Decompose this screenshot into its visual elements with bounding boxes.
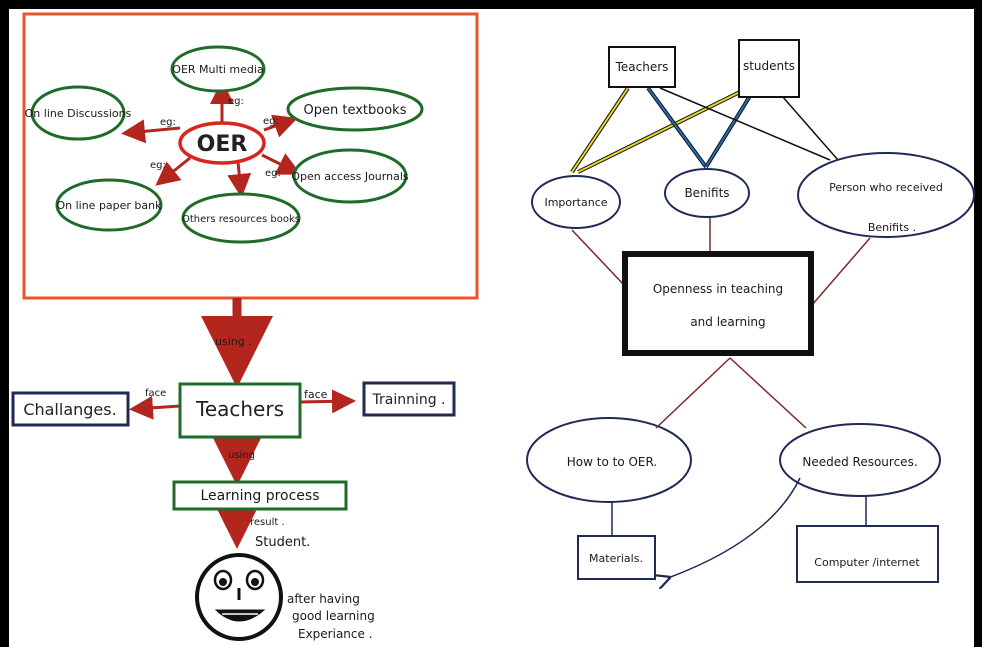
online-paper-bank-label: On line paper bank — [56, 199, 162, 212]
flow-arrows — [129, 298, 356, 549]
computer-internet-label: Computer /internet — [814, 556, 920, 569]
importance-cloud — [531, 175, 621, 229]
eg-label: eg: — [228, 96, 244, 107]
lower-connectors — [611, 477, 867, 578]
cloud-nodes — [526, 152, 975, 503]
person-cloud — [797, 152, 975, 238]
using-label: using . — [215, 335, 252, 348]
after-text-line-3: Experiance . — [298, 627, 373, 641]
benifits-label: Benifits — [684, 186, 729, 200]
bubble-open-textbooks — [286, 86, 424, 132]
trainning-box — [362, 381, 456, 417]
openness-center-box — [622, 251, 814, 356]
top-connectors — [570, 86, 839, 174]
needed-resources-label: Needed Resources. — [802, 455, 917, 469]
bubble-open-access-journals — [292, 148, 408, 204]
online-discussions-label: On line Discussions — [25, 107, 132, 120]
open-textbooks-label: Open textbooks — [304, 103, 407, 118]
face-label-left: face — [145, 388, 166, 399]
other-resources-label: Others resources books — [182, 214, 300, 225]
importance-label: Importance — [544, 196, 607, 209]
smiley-face-icon — [195, 553, 283, 641]
trainning-label: Trainning . — [371, 392, 445, 408]
person-label-line-2: Benifits . — [868, 221, 916, 234]
open-access-journals-label: Open access Journals — [291, 170, 408, 183]
after-text-line-1: after having — [287, 592, 360, 606]
person-label-line-1: Person who received — [829, 181, 943, 194]
how-to-oer-cloud — [526, 417, 692, 503]
bubble-multimedia — [170, 45, 266, 93]
challanges-box — [11, 391, 130, 427]
student-label: Student. — [255, 535, 310, 550]
eg-label: eg: — [263, 116, 279, 127]
bubble-online-paper-bank — [55, 178, 163, 232]
materials-box — [577, 535, 656, 580]
learning-process-label: Learning process — [200, 488, 319, 504]
bubble-other-resources — [181, 192, 301, 244]
eg-label: eg: — [150, 160, 166, 171]
multimedia-label: OER Multi media — [172, 63, 263, 76]
materials-label: Materials. — [589, 552, 643, 565]
right-teachers-label: Teachers — [615, 60, 669, 74]
openness-label-line-2: and learning — [690, 315, 765, 329]
teachers-box — [178, 382, 302, 439]
benifits-cloud — [664, 168, 750, 218]
eg-label: eg: — [265, 168, 281, 179]
computer-internet-box — [796, 525, 939, 583]
face-label-right: face — [304, 388, 328, 401]
teachers-label: Teachers — [195, 397, 284, 421]
oer-mindmap-box — [22, 12, 479, 300]
oer-center-label: OER — [197, 132, 248, 157]
center-connectors — [571, 218, 871, 429]
right-students-label: students — [743, 59, 795, 73]
bubble-online-discussions — [30, 85, 126, 141]
learning-process-box — [172, 480, 348, 511]
oer-center-node — [178, 121, 266, 165]
openness-label-line-1: Openness in teaching — [653, 282, 783, 296]
result-label: result . — [250, 517, 285, 528]
using-label-2: using — [228, 450, 255, 461]
challanges-label: Challanges. — [23, 400, 116, 419]
needed-resources-cloud — [779, 423, 941, 497]
right-students-box — [738, 39, 800, 98]
eg-label: eg: — [160, 117, 176, 128]
oer-arrows — [121, 80, 302, 198]
how-to-oer-label: How to to OER. — [567, 455, 657, 469]
oer-example-bubbles — [30, 45, 424, 244]
right-teachers-box — [608, 46, 676, 88]
after-text-line-2: good learning — [292, 609, 375, 623]
